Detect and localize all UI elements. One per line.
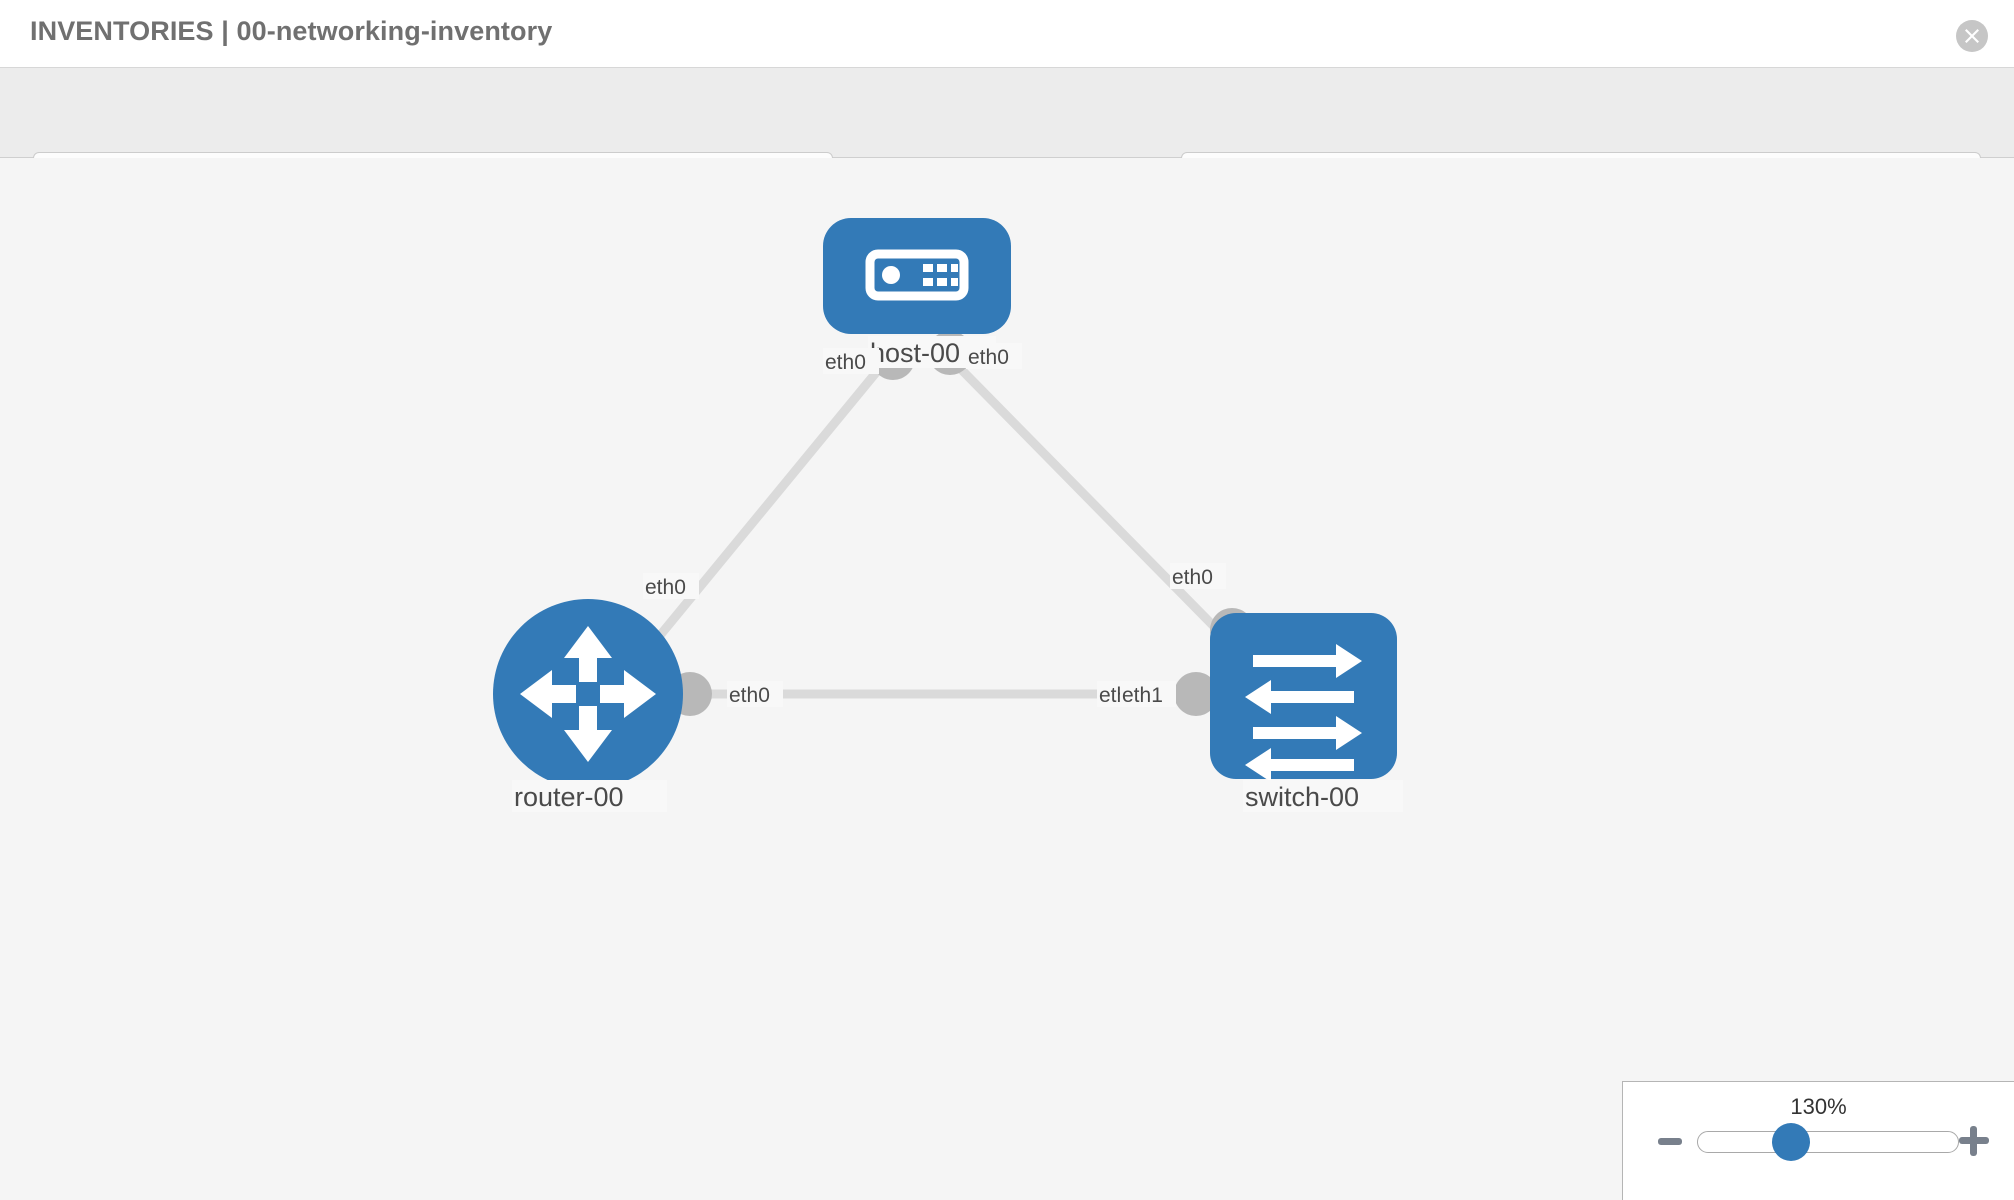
switch-icon xyxy=(1245,644,1362,782)
toolbar: ACTIONS SEARCH xyxy=(0,68,2014,204)
node-host-00[interactable]: host-00 xyxy=(823,218,1011,368)
iface-label-host00-left: eth0 xyxy=(825,351,866,374)
iface-label-switch00-left-eth1: eth1 xyxy=(1122,684,1163,707)
zoom-control-panel: 130% xyxy=(1622,1081,2014,1200)
page-header: INVENTORIES | 00-networking-inventory xyxy=(0,0,2014,68)
zoom-slider-thumb[interactable] xyxy=(1772,1123,1810,1161)
iface-label-router00-right: eth0 xyxy=(729,684,770,707)
topology-canvas[interactable]: host-00 router-00 xyxy=(0,158,2014,1200)
host-icon xyxy=(865,249,969,301)
zoom-slider-track[interactable] xyxy=(1697,1131,1959,1153)
link-host00-router00[interactable] xyxy=(620,353,893,683)
node-switch-00[interactable]: switch-00 xyxy=(1210,613,1403,812)
topology-links xyxy=(620,353,1255,699)
zoom-level-label: 130% xyxy=(1790,1094,1847,1119)
page-title: INVENTORIES | 00-networking-inventory xyxy=(30,16,553,46)
close-icon-glyph xyxy=(1965,29,1979,43)
topology-graph: host-00 router-00 xyxy=(493,218,1403,812)
node-router-00[interactable]: router-00 xyxy=(493,599,683,812)
interface-labels: eth0 eth0 eth0 eth0 eth0 eth0 eth1 xyxy=(643,343,1226,707)
iface-label-switch00-up: eth0 xyxy=(1172,566,1213,589)
connector-switch00-left[interactable] xyxy=(1174,672,1218,716)
close-icon[interactable] xyxy=(1956,20,1988,52)
link-host00-switch00[interactable] xyxy=(945,353,1250,663)
iface-label-router00-up: eth0 xyxy=(645,576,686,599)
router-icon xyxy=(520,626,656,762)
node-label-switch-00: switch-00 xyxy=(1245,782,1359,812)
node-label-router-00: router-00 xyxy=(514,782,624,812)
node-label-host-00: host-00 xyxy=(870,338,960,368)
iface-label-host00-right: eth0 xyxy=(968,346,1009,369)
minus-icon[interactable] xyxy=(1658,1138,1682,1145)
plus-icon[interactable] xyxy=(1959,1126,1989,1156)
